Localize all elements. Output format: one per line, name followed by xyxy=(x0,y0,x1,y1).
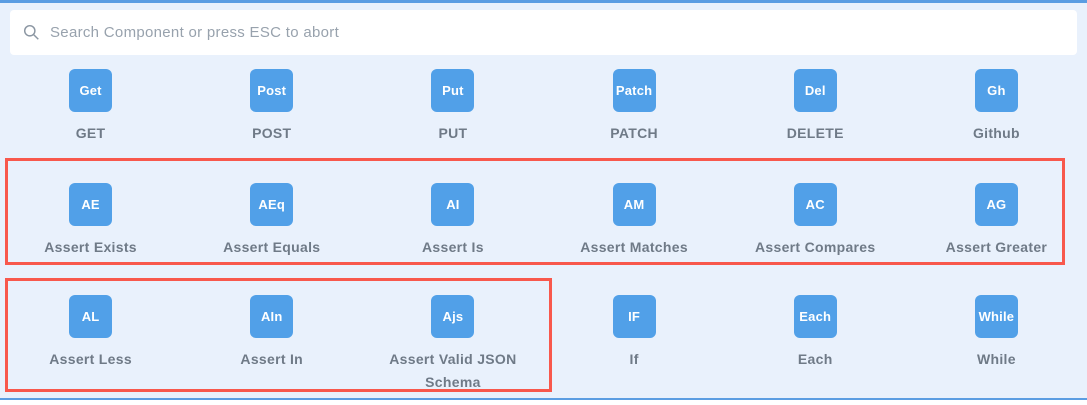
component-label: Assert Matches xyxy=(580,239,688,255)
component-row-1: Get GET Post POST Put PUT Patch PATCH De… xyxy=(0,55,1087,158)
component-label: While xyxy=(976,351,1016,367)
component-label: DELETE xyxy=(786,125,844,141)
component-item-assert-compares[interactable]: AC Assert Compares xyxy=(725,158,906,268)
component-badge[interactable]: AI xyxy=(431,183,475,226)
component-item-assert-valid-json-schema[interactable]: Ajs Assert Valid JSON Schema xyxy=(362,268,543,394)
component-label: Assert Exists xyxy=(44,239,137,255)
component-item-assert-equals[interactable]: AEq Assert Equals xyxy=(181,158,362,268)
component-badge[interactable]: IF xyxy=(612,295,656,338)
component-badge[interactable]: AL xyxy=(69,295,113,338)
component-item-assert-matches[interactable]: AM Assert Matches xyxy=(544,158,725,268)
component-badge[interactable]: Put xyxy=(431,69,475,112)
search-input[interactable] xyxy=(10,10,1077,55)
component-item-assert-greater[interactable]: AG Assert Greater xyxy=(906,158,1087,268)
component-item-while[interactable]: While While xyxy=(906,268,1087,394)
component-badge[interactable]: While xyxy=(974,295,1018,338)
component-item-if[interactable]: IF If xyxy=(544,268,725,394)
component-label: POST xyxy=(252,125,292,141)
search-bar xyxy=(10,10,1077,55)
component-item-assert-less[interactable]: AL Assert Less xyxy=(0,268,181,394)
component-label: Assert Greater xyxy=(945,239,1048,255)
component-row-3: AL Assert Less AIn Assert In Ajs Assert … xyxy=(0,268,1087,392)
component-item-assert-is[interactable]: AI Assert Is xyxy=(362,158,543,268)
component-label: If xyxy=(629,351,639,367)
component-label: Assert Less xyxy=(49,351,132,367)
component-label: Assert In xyxy=(240,351,304,367)
component-item-patch[interactable]: Patch PATCH xyxy=(544,55,725,158)
component-item-github[interactable]: Gh Github xyxy=(906,55,1087,158)
component-label: PUT xyxy=(438,125,468,141)
component-label: Assert Compares xyxy=(755,239,876,255)
component-badge[interactable]: AC xyxy=(793,183,837,226)
component-item-delete[interactable]: Del DELETE xyxy=(725,55,906,158)
component-item-each[interactable]: Each Each xyxy=(725,268,906,394)
component-label: Each xyxy=(797,351,833,367)
component-label: Github xyxy=(972,125,1020,141)
component-item-assert-exists[interactable]: AE Assert Exists xyxy=(0,158,181,268)
component-row-2: AE Assert Exists AEq Assert Equals AI As… xyxy=(0,158,1087,268)
component-badge[interactable]: Each xyxy=(793,295,837,338)
component-item-post[interactable]: Post POST xyxy=(181,55,362,158)
component-badge[interactable]: AIn xyxy=(250,295,294,338)
component-label: Assert Is xyxy=(421,239,484,255)
component-item-assert-in[interactable]: AIn Assert In xyxy=(181,268,362,394)
component-badge[interactable]: Gh xyxy=(974,69,1018,112)
component-badge[interactable]: Post xyxy=(250,69,294,112)
component-item-get[interactable]: Get GET xyxy=(0,55,181,158)
component-badge[interactable]: Get xyxy=(69,69,113,112)
component-label: PATCH xyxy=(610,125,658,141)
component-badge[interactable]: Ajs xyxy=(431,295,475,338)
component-badge[interactable]: AEq xyxy=(250,183,294,226)
component-badge[interactable]: Del xyxy=(793,69,837,112)
component-label: Assert Valid JSON Schema xyxy=(389,351,517,390)
component-label: Assert Equals xyxy=(223,239,321,255)
component-badge[interactable]: AG xyxy=(974,183,1018,226)
component-badge[interactable]: AM xyxy=(612,183,656,226)
component-badge[interactable]: Patch xyxy=(612,69,656,112)
component-label: GET xyxy=(75,125,106,141)
component-item-put[interactable]: Put PUT xyxy=(362,55,543,158)
component-badge[interactable]: AE xyxy=(69,183,113,226)
